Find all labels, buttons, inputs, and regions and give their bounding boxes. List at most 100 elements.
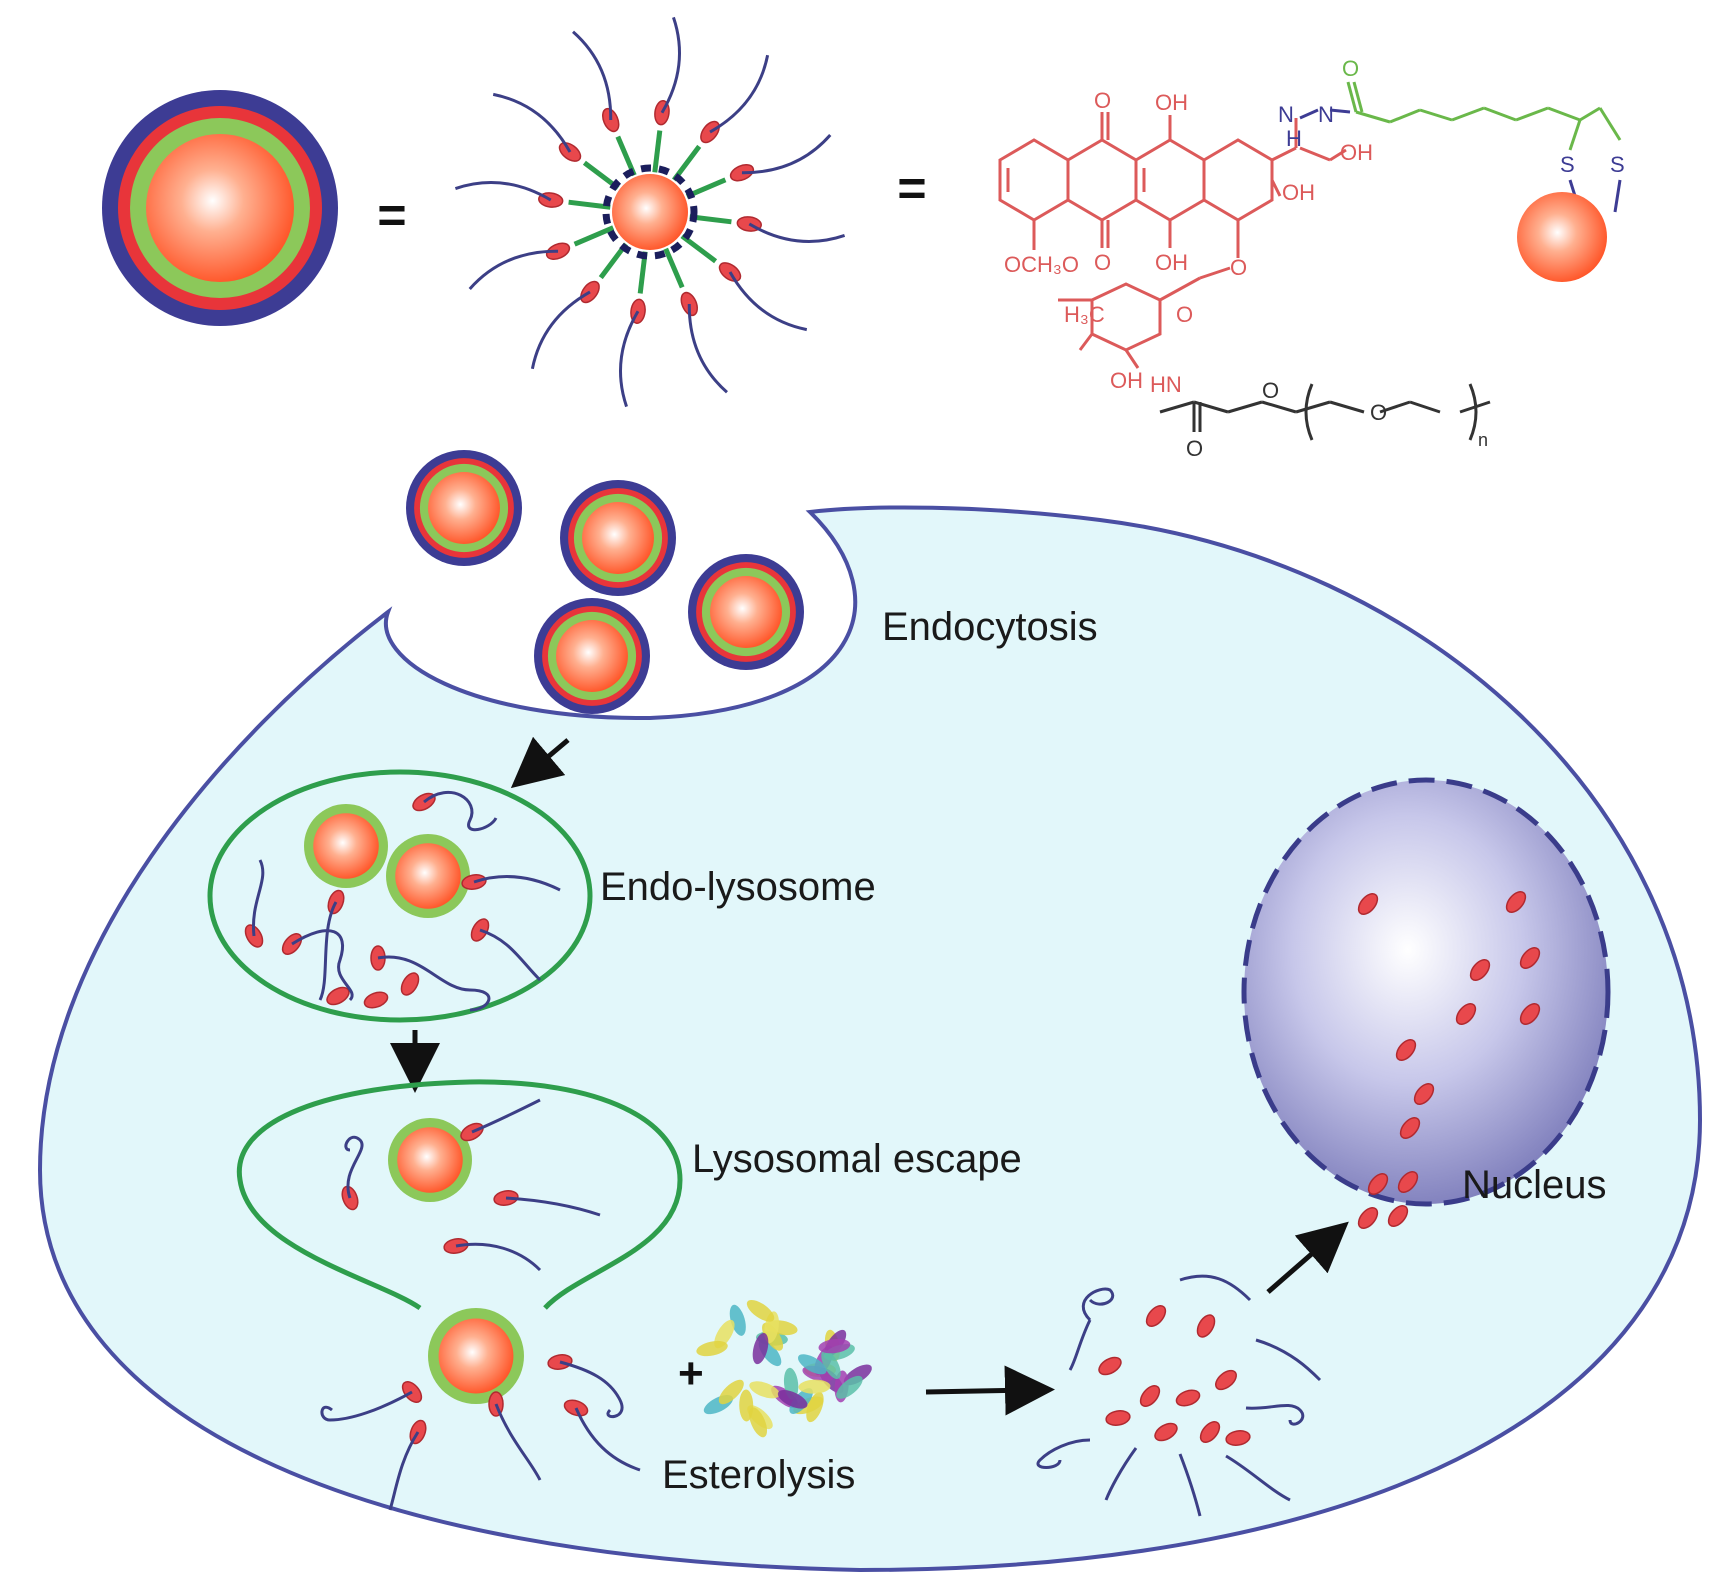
drug-molecule	[1215, 1369, 1237, 1391]
drug-molecule	[400, 972, 420, 996]
endo-lysosome	[207, 769, 593, 1023]
micelle-structure	[454, 16, 846, 408]
nanoparticle	[406, 450, 522, 566]
chem-hydroxyl-5: OH	[1110, 368, 1143, 393]
polymer-chain	[471, 1098, 541, 1134]
nucleus	[1241, 777, 1611, 1207]
drug-molecule	[1505, 891, 1527, 913]
arrow-to-free-drug	[925, 1365, 1055, 1416]
chem-oxygen-6: O	[1262, 378, 1279, 403]
drug-molecule	[1199, 1421, 1221, 1443]
released-particle	[320, 1308, 641, 1511]
chem-hydroxyl-1: OH	[1155, 90, 1188, 115]
micelle-core	[612, 174, 688, 250]
escape-vesicle	[236, 1079, 683, 1311]
nanoparticle	[534, 598, 650, 714]
nanoparticle-core	[386, 834, 470, 918]
polymer-chain	[423, 790, 498, 832]
drug-molecule	[1519, 947, 1541, 969]
chem-oxygen-7: O	[1370, 400, 1387, 425]
drug-molecule	[1105, 1410, 1131, 1426]
polymer-chain	[1036, 1438, 1091, 1469]
enzyme-ribbon	[718, 1379, 744, 1405]
polymer-chain	[492, 92, 572, 153]
drug-molecule	[1367, 1173, 1389, 1195]
polymer-chain	[377, 955, 491, 1012]
linker-nanoparticle-core	[1517, 192, 1607, 282]
polymer-chain	[291, 929, 354, 1002]
polymer-chain	[687, 303, 728, 394]
polymer-chain	[251, 859, 265, 937]
chem-hydrogen: H	[1286, 126, 1302, 151]
micelle-shell	[602, 164, 698, 260]
cell	[37, 505, 1703, 1573]
drug-molecule	[1098, 1356, 1122, 1376]
equals-sign-2: =	[897, 160, 926, 216]
free-drug-cluster	[1036, 1274, 1322, 1517]
polymer-chain	[468, 249, 559, 290]
drug-molecule	[326, 986, 350, 1006]
drug-molecule	[1175, 1389, 1201, 1407]
chem-methoxy: OCH₃O	[1004, 252, 1079, 277]
nanoparticle-core	[388, 1118, 472, 1202]
nanoparticle	[688, 554, 804, 670]
polymer-chain	[741, 134, 832, 175]
chem-sulfur-2: S	[1610, 152, 1625, 177]
escape-contents	[341, 1098, 601, 1272]
drug-molecule	[363, 991, 389, 1009]
polymer-chain	[388, 1431, 420, 1511]
micelle-linker	[568, 199, 611, 210]
polymer-chain	[530, 290, 591, 370]
enzyme-ribbon	[777, 1390, 808, 1409]
polymer-chain	[473, 875, 561, 892]
chem-methyl: H₃C	[1064, 302, 1105, 327]
chemical-structure: O OH O OH OCH₃O O OH OH N N H O S S H₃C …	[998, 56, 1625, 461]
polymer-chain	[1255, 1338, 1322, 1382]
micelle-linker	[573, 225, 615, 247]
polymer-chain	[455, 1242, 542, 1272]
polymer-chain	[572, 30, 613, 121]
drug-molecule	[1357, 1207, 1379, 1229]
esterase-enzyme	[696, 1299, 872, 1438]
label-lysosomal-escape: Lysosomal escape	[692, 1137, 1022, 1181]
polymer-chain	[1178, 1453, 1202, 1517]
micelle-linker	[680, 234, 718, 264]
polymer-chain	[618, 310, 640, 408]
enzyme-ribbon	[746, 1299, 775, 1322]
chem-nitrogen-2: N	[1318, 102, 1334, 127]
nanoparticle	[560, 480, 676, 596]
chem-oxygen-3: O	[1230, 255, 1247, 280]
micelle-linker	[663, 247, 685, 289]
endo-lysosome-contents	[244, 790, 561, 1012]
plus-sign: +	[678, 1349, 704, 1398]
polymer-chain	[320, 1390, 413, 1422]
cell-membrane	[37, 505, 1703, 1573]
label-endo-lysosome: Endo-lysosome	[600, 865, 876, 909]
drug-molecule	[1357, 893, 1379, 915]
polymer-chain	[318, 901, 338, 1001]
polymer-chain	[344, 1135, 364, 1199]
nucleus-drug-molecules	[1357, 891, 1541, 1229]
polymer-chain	[1245, 1404, 1305, 1426]
drug-molecule	[1139, 1385, 1161, 1407]
chem-hydroxyl-3: OH	[1282, 180, 1315, 205]
arrow-to-endolysosome	[510, 736, 570, 789]
polymer-chain	[494, 1403, 542, 1481]
polymer-chain	[1081, 1287, 1114, 1322]
polymer-chain	[479, 928, 542, 982]
enzyme-ribbon	[798, 1379, 831, 1394]
drug-molecule	[1455, 1003, 1477, 1025]
label-esterolysis: Esterolysis	[662, 1453, 855, 1497]
polymer-chain	[1104, 1447, 1138, 1501]
drug-molecule	[1397, 1171, 1419, 1193]
layered-nanoparticle	[102, 90, 338, 326]
arrow-to-nucleus	[1266, 1221, 1349, 1294]
enzyme-ribbon	[752, 1332, 769, 1365]
drug-molecule	[1469, 959, 1491, 981]
chem-nitrogen-1: N	[1278, 102, 1294, 127]
polymer-chain	[454, 180, 552, 202]
enzyme-ribbon	[696, 1340, 728, 1357]
chem-hydroxyl-4: OH	[1340, 140, 1373, 165]
drug-molecule	[1395, 1039, 1417, 1061]
chem-ring-oxygen: O	[1176, 302, 1193, 327]
